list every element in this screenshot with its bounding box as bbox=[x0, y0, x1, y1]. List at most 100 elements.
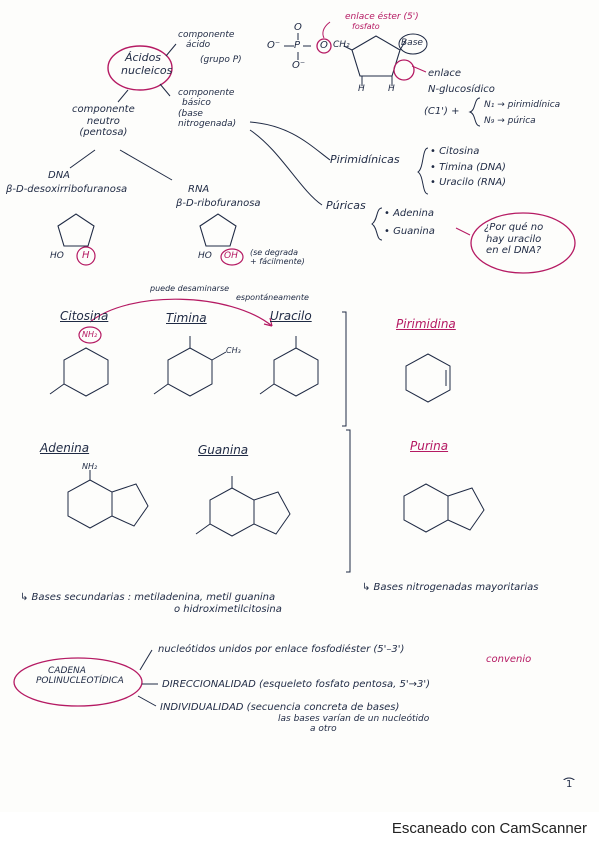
cadena-ellipse bbox=[13, 657, 143, 707]
question-line2: hay uracilo bbox=[485, 233, 542, 245]
bases-structures bbox=[49, 298, 485, 573]
ch2-bond bbox=[343, 45, 353, 51]
n1-label: N₁ → pirimidínica bbox=[484, 100, 561, 110]
thymine-o-bottom-bond bbox=[153, 383, 169, 395]
bases-secundarias: ↳ Bases secundarias : metiladenina, meti… bbox=[20, 592, 282, 615]
timina-heading: Timina bbox=[166, 311, 207, 325]
pur-brace bbox=[371, 207, 383, 241]
n-brace bbox=[468, 97, 481, 127]
individualidad-line1: INDIVIDUALIDAD (secuencia concreta de ba… bbox=[160, 702, 400, 713]
rna-oh-circled: OH bbox=[224, 251, 238, 261]
cadena-label: CADENA POLINUCLEOTÍDICA bbox=[36, 666, 124, 687]
c1-label: (C1') + bbox=[424, 106, 460, 117]
pirimidina-heading: Pirimidina bbox=[396, 317, 456, 331]
question-arrow bbox=[455, 227, 471, 236]
enlace-n-text: enlace bbox=[428, 68, 462, 79]
comp-acido-line1: componente bbox=[178, 30, 235, 40]
enlace-n-label: enlace N-glucosídico bbox=[428, 68, 495, 95]
camscanner-watermark: Escaneado con CamScanner bbox=[391, 820, 587, 837]
citosina-heading: Citosina bbox=[60, 309, 109, 323]
adenine-six-ring bbox=[67, 479, 113, 529]
pyrimidine-ring bbox=[405, 353, 451, 403]
pyrimidine-bracket bbox=[342, 311, 347, 427]
acidos-nucleicos-label: Ácidos nucleicos bbox=[121, 51, 173, 77]
n-glucosidico-text: N-glucosídico bbox=[428, 83, 495, 95]
rna-ho: HO bbox=[198, 251, 212, 261]
glycosidic-arrow bbox=[411, 65, 427, 73]
sugar-h2: H bbox=[388, 84, 395, 94]
glycosidic-circle bbox=[393, 59, 415, 81]
rna-oh-circle bbox=[220, 248, 244, 266]
phosphate-o-link: O bbox=[320, 40, 328, 51]
degrada-note: (se degrada + fácilmente) bbox=[250, 248, 305, 266]
individualidad-line2: las bases varían de un nucleótido bbox=[278, 713, 430, 724]
arrow-b3 bbox=[137, 695, 157, 707]
acidos-text: Ácidos nucleicos bbox=[121, 51, 173, 77]
ch2-label: CH₂ bbox=[333, 40, 350, 50]
purine-bracket bbox=[346, 429, 351, 573]
thymine-ch3-bond bbox=[211, 351, 227, 361]
question-line1: ¿Por qué no bbox=[484, 222, 544, 233]
ester-circle bbox=[316, 38, 332, 54]
phosphate-o-minus-left: O⁻ bbox=[267, 40, 281, 51]
sugar-ring bbox=[351, 35, 401, 77]
individualidad-line3: a otro bbox=[310, 723, 337, 734]
puede-line1: puede desaminarse bbox=[150, 284, 230, 293]
puricas-label: Púricas bbox=[326, 199, 366, 212]
dna-sugar-label: β-D-desoxirribofuranosa bbox=[6, 184, 128, 195]
guanina-heading: Guanina bbox=[198, 443, 249, 457]
comp-neutro: componente neutro (pentosa) bbox=[72, 104, 135, 139]
arrow-to-puricas bbox=[249, 129, 323, 206]
dna-h-circled: H bbox=[82, 250, 90, 261]
comp-basico-line2: básico bbox=[182, 98, 211, 109]
deamination-arrow bbox=[89, 298, 273, 327]
deamination-arrowhead bbox=[263, 317, 273, 327]
bases-sec-line2: o hidroximetilcitosina bbox=[174, 603, 282, 615]
arrow-to-pirimidinicas bbox=[249, 121, 331, 161]
bullet-direccionalidad: DIRECCIONALIDAD (esqueleto fosfato pento… bbox=[162, 679, 431, 690]
guanine-nh2-bond bbox=[195, 523, 211, 535]
citosina-nh2: NH₂ bbox=[82, 330, 98, 339]
question-line3: en el DNA? bbox=[486, 245, 542, 256]
n9-label: N₉ → púrica bbox=[484, 116, 536, 126]
adenina-nh2: NH₂ bbox=[82, 462, 98, 471]
base-ellipse bbox=[398, 33, 428, 55]
guanine-six-ring bbox=[209, 487, 255, 537]
list-timina: • Timina (DNA) bbox=[430, 161, 506, 173]
base-nit-line1: (base bbox=[178, 108, 203, 119]
purine-six-ring bbox=[403, 483, 449, 533]
enlace-ester: enlace éster (5') bbox=[345, 12, 419, 22]
arrow-to-rna bbox=[119, 149, 173, 181]
cadena-line2: POLINUCLEOTÍDICA bbox=[36, 676, 124, 687]
guanine-five-ring bbox=[253, 491, 291, 535]
comp-acido-line2: ácido bbox=[186, 40, 211, 51]
bullet-individualidad: INDIVIDUALIDAD (secuencia concreta de ba… bbox=[160, 702, 429, 734]
pirimidinicas-list: • Citosina • Timina (DNA) • Uracilo (RNA… bbox=[430, 146, 506, 189]
bullet-fosfodiester: nucleótidos unidos por enlace fosfodiést… bbox=[158, 644, 405, 655]
facilmente-text: + fácilmente) bbox=[250, 257, 305, 267]
deamination-note: puede desaminarse espontáneamente bbox=[150, 284, 309, 302]
base-bond bbox=[399, 39, 407, 51]
dna-ho: HO bbox=[50, 251, 64, 261]
list-uracilo: • Uracilo (RNA) bbox=[430, 177, 507, 188]
pir-brace bbox=[417, 147, 429, 195]
bases-mayoritarias: ↳ Bases nitrogenadas mayoritarias bbox=[362, 582, 539, 593]
arrow-b1 bbox=[139, 649, 153, 671]
acidos-ellipse bbox=[107, 45, 173, 91]
cytosine-ring bbox=[63, 347, 109, 397]
top-connectors bbox=[57, 21, 576, 274]
rna-sugar-ring bbox=[199, 213, 237, 247]
nh2-circle bbox=[78, 326, 102, 344]
phosphate-p: P bbox=[294, 40, 301, 51]
page-number: 1 bbox=[566, 779, 573, 790]
purine-five-ring bbox=[447, 487, 485, 531]
question-note: ¿Por qué no hay uracilo en el DNA? bbox=[484, 222, 543, 257]
fosfato-text: fosfato bbox=[352, 22, 380, 31]
list-adenina: • Adenina bbox=[384, 208, 434, 219]
grupo-p-text: (grupo P) bbox=[200, 54, 242, 65]
ester-pointer bbox=[322, 21, 331, 39]
adenine-five-ring bbox=[111, 483, 149, 527]
uracilo-heading: Uracilo bbox=[270, 309, 312, 323]
enlace-ester-text: enlace éster (5') bbox=[345, 12, 419, 22]
dna-h-circle bbox=[76, 246, 96, 266]
